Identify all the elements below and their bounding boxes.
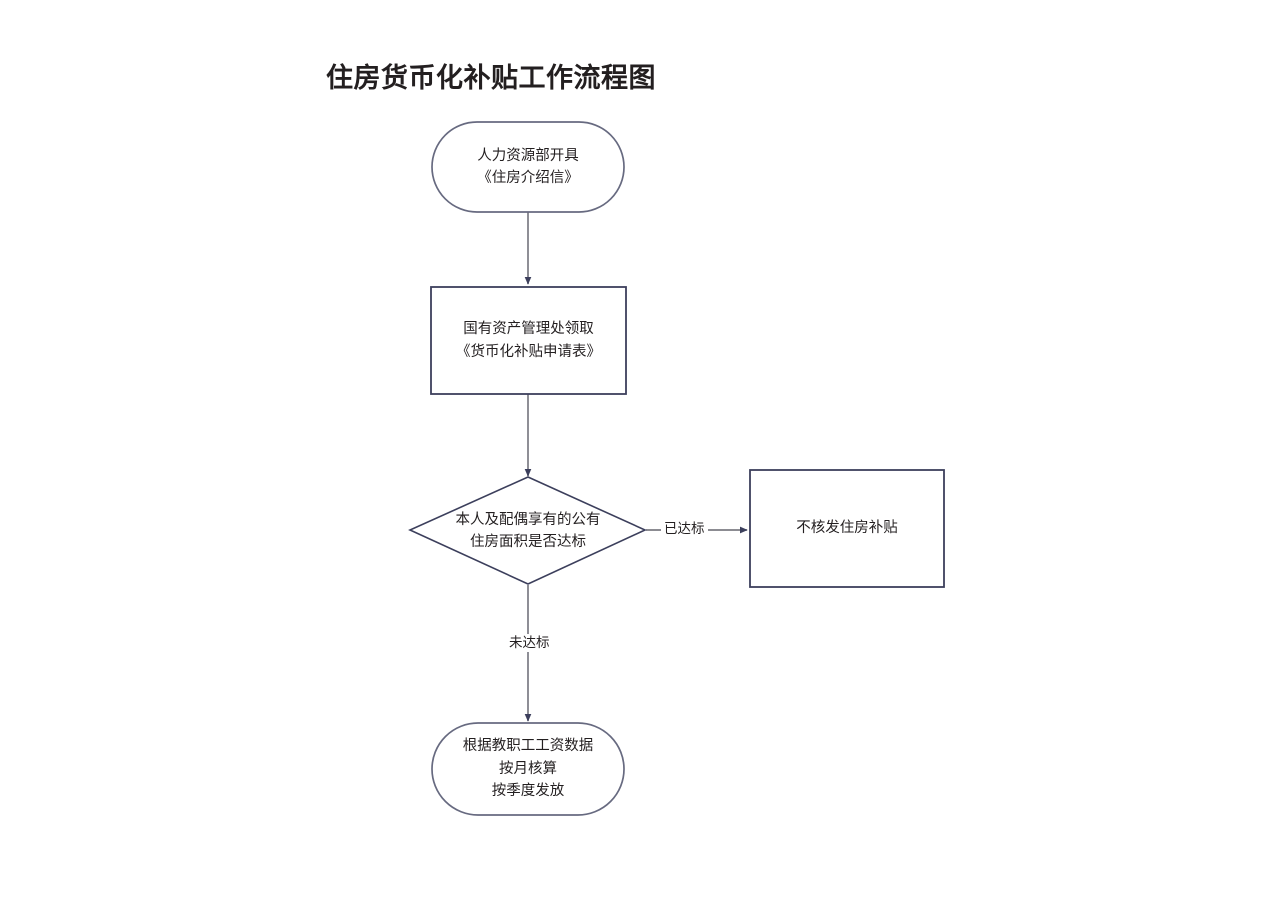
page-title: 住房货币化补贴工作流程图 (326, 63, 656, 94)
node-no-subsidy-granted-shape[interactable] (749, 469, 945, 588)
node-state-asset-office-application-form-shape[interactable] (430, 286, 627, 395)
node-hr-introduction-letter-shape[interactable] (431, 121, 625, 213)
node-calculate-and-disburse-subsidy-shape[interactable] (431, 722, 625, 816)
node-housing-area-standard-decision-shape[interactable] (408, 476, 647, 585)
